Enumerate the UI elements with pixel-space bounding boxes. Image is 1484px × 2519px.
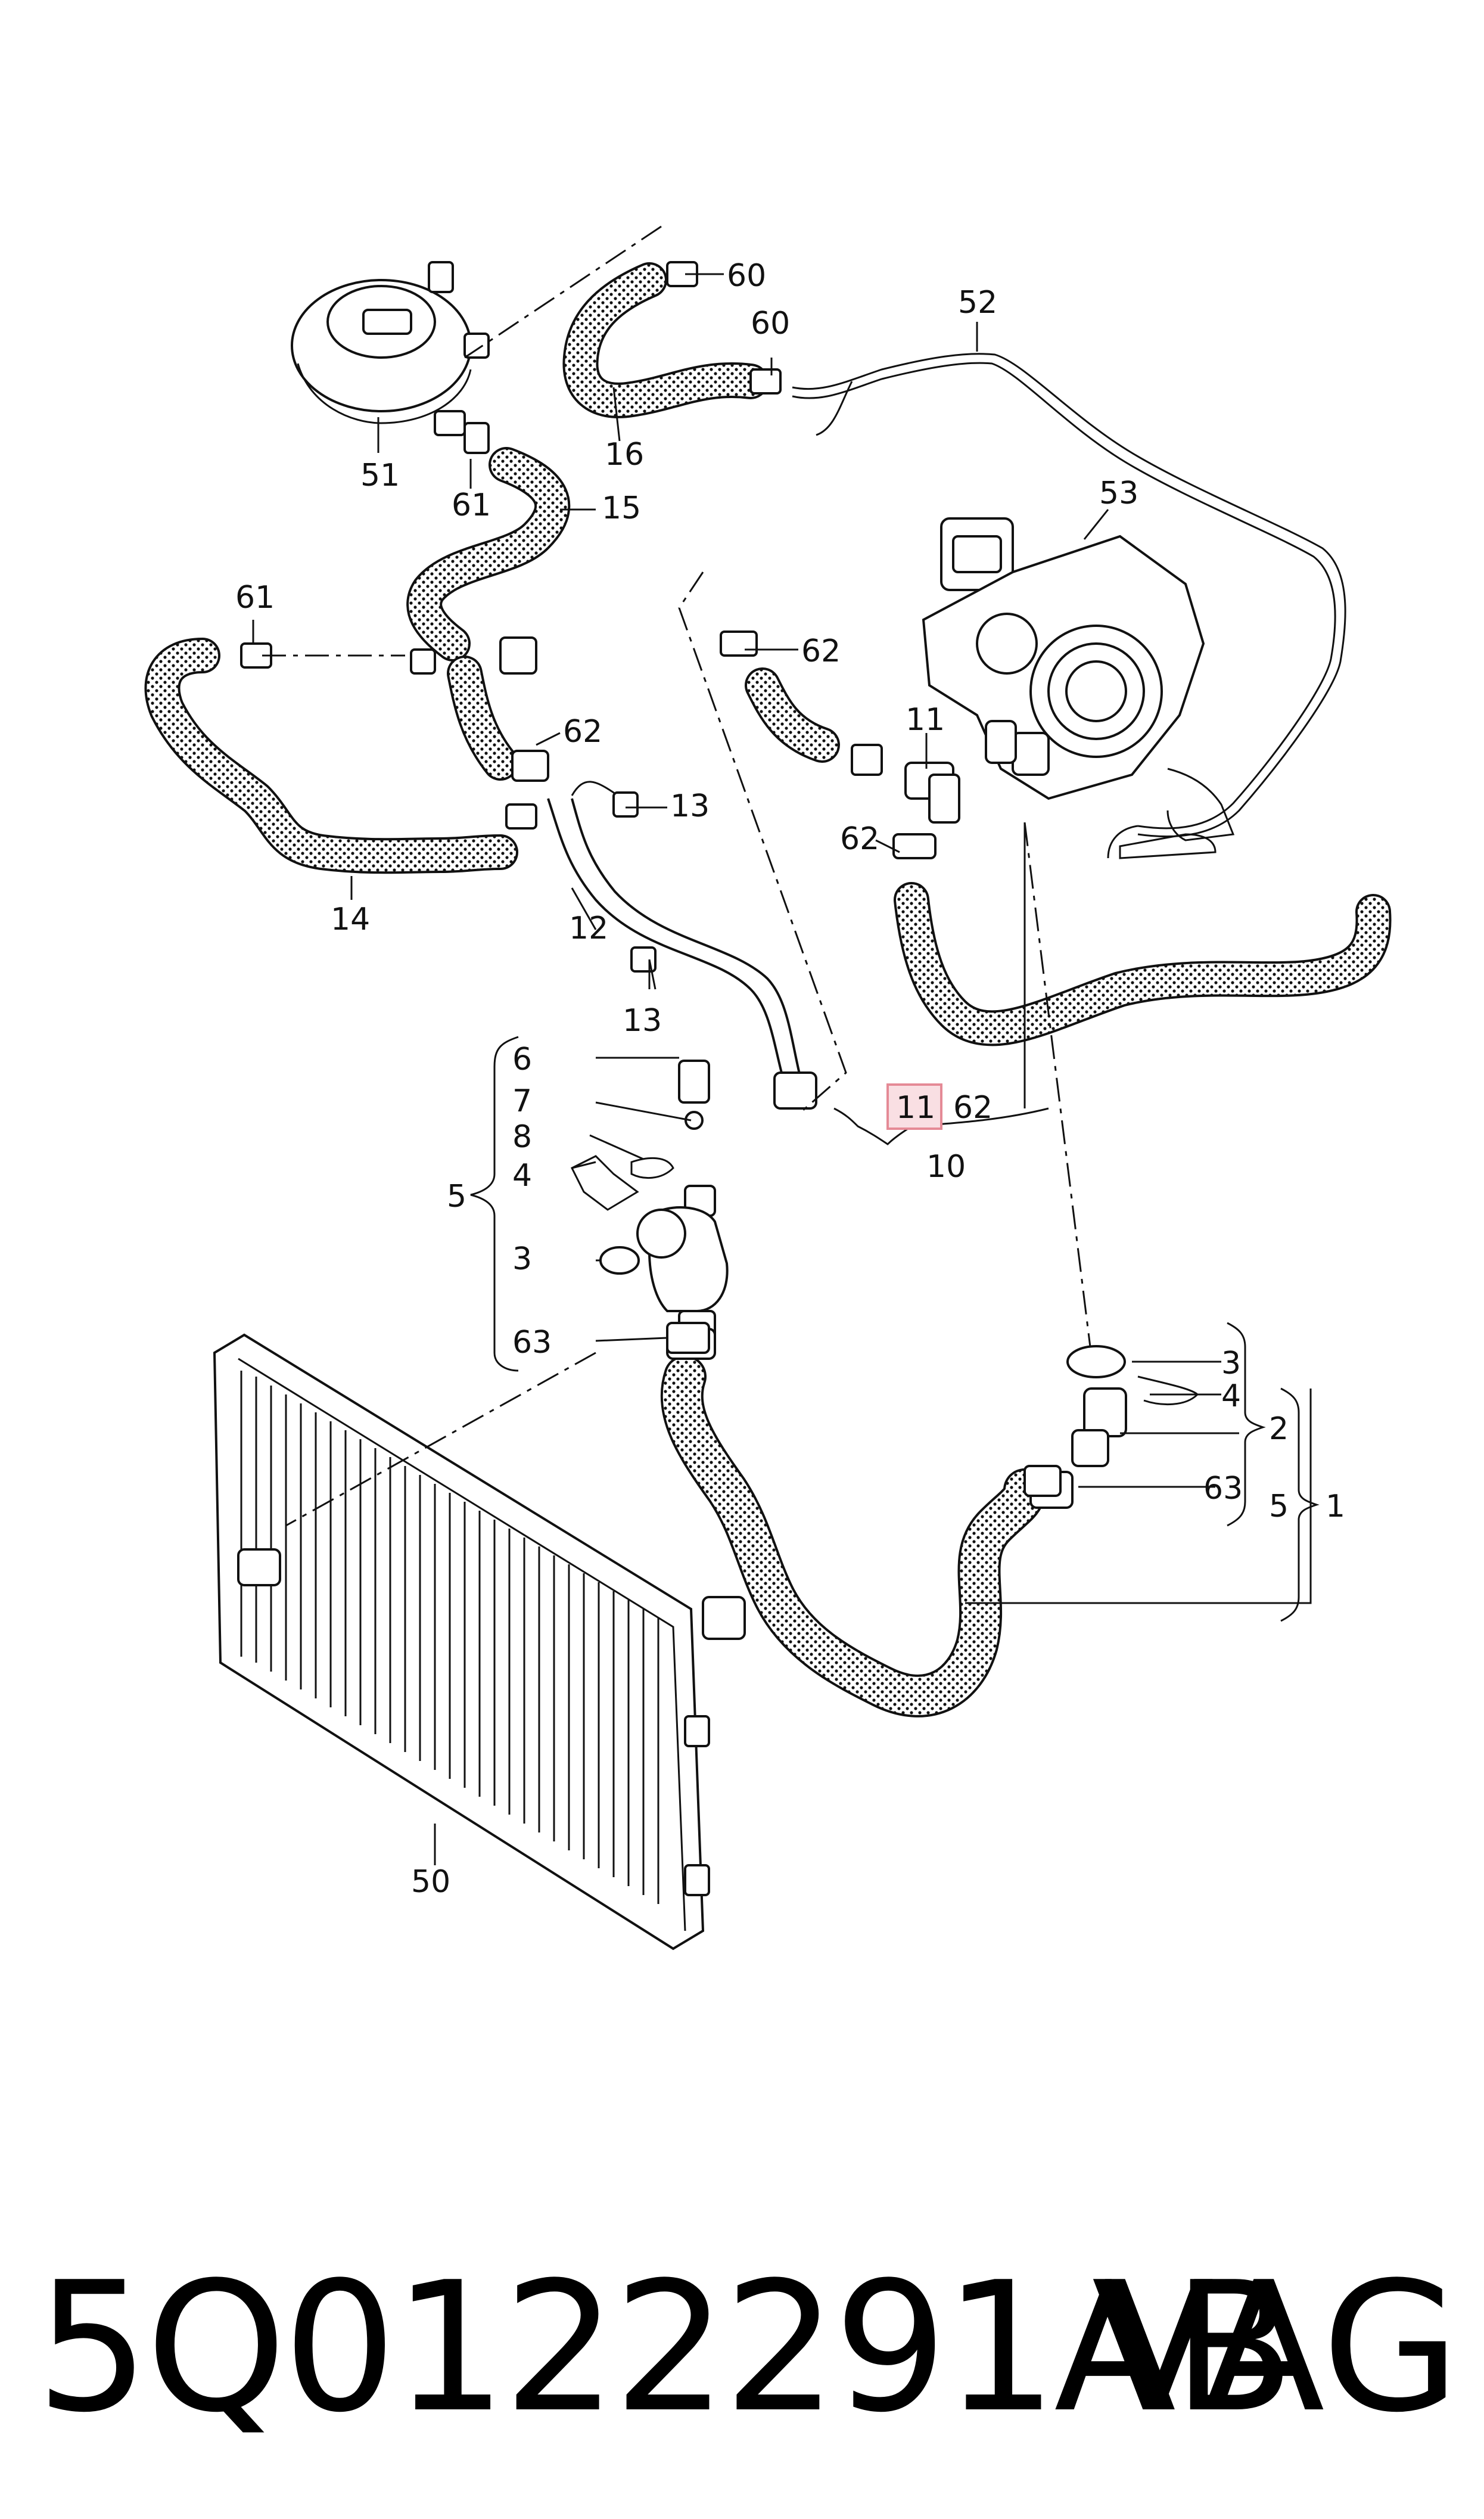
- callout-6: 6: [512, 1042, 532, 1077]
- callout-12: 12: [569, 911, 608, 946]
- callout-62-right: 62: [953, 1090, 993, 1126]
- callout-13-upper: 13: [670, 788, 710, 824]
- callout-3-right: 3: [1221, 1346, 1241, 1381]
- callout-52: 52: [958, 285, 997, 321]
- part-number-label: 5Q0122291AB: [36, 2244, 1295, 2452]
- callout-5-right: 5: [1269, 1489, 1289, 1524]
- coolant-system-diagram: 60 60 52 53 16 51 61 15 61 62 11 62 62 1…: [144, 225, 1392, 1950]
- callout-5-left: 5: [447, 1179, 466, 1215]
- expansion-tank: [291, 261, 490, 436]
- callout-63-left: 63: [512, 1325, 552, 1361]
- brand-label: VAG: [1091, 2244, 1460, 2452]
- callout-4-left: 4: [512, 1158, 532, 1194]
- footer-caption: 5Q0122291AB VAG: [0, 2241, 1484, 2455]
- callout-3-left: 3: [512, 1241, 532, 1277]
- callout-61-left: 61: [235, 580, 275, 616]
- callout-4-right: 4: [1221, 1378, 1241, 1414]
- radiator: [213, 1333, 746, 1950]
- callout-1: 1: [1326, 1489, 1345, 1524]
- callout-62-left: 62: [563, 714, 602, 750]
- callout-51: 51: [360, 458, 400, 493]
- callout-60-second: 60: [751, 306, 790, 341]
- callout-7: 7: [512, 1083, 532, 1119]
- callout-11-highlighted: 11: [896, 1090, 935, 1126]
- callout-16: 16: [605, 437, 644, 473]
- callout-63-right: 63: [1203, 1471, 1243, 1507]
- highlight-box: [886, 1083, 942, 1130]
- callout-2: 2: [1269, 1411, 1289, 1447]
- callout-62-lower: 62: [840, 821, 879, 857]
- callout-11-upper: 11: [906, 702, 945, 738]
- callout-8: 8: [512, 1119, 532, 1155]
- callout-15: 15: [602, 490, 641, 526]
- tee-piece: [904, 762, 960, 824]
- connector-assembly-left: [570, 1060, 729, 1360]
- callout-50: 50: [411, 1864, 450, 1900]
- hose-clamps: [240, 261, 1062, 1497]
- callout-62-middle: 62: [801, 633, 841, 669]
- callout-14: 14: [331, 902, 370, 937]
- callout-13-lower: 13: [623, 1003, 662, 1039]
- thermostat-housing: [922, 517, 1235, 859]
- callout-61-upper: 61: [452, 487, 491, 523]
- callout-60-top: 60: [727, 258, 766, 294]
- callout-10: 10: [926, 1149, 966, 1185]
- callout-53: 53: [1099, 476, 1138, 511]
